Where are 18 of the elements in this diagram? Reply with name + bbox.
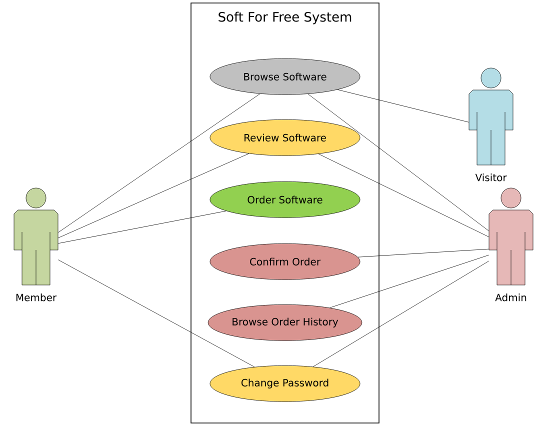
association-line bbox=[58, 153, 250, 238]
node-label: Admin bbox=[495, 294, 526, 302]
association-line bbox=[308, 94, 489, 232]
association-line bbox=[318, 154, 489, 238]
association-line bbox=[330, 254, 489, 308]
association-line bbox=[58, 260, 255, 368]
system-boundary bbox=[190, 2, 380, 424]
association-line bbox=[312, 260, 489, 367]
association-line bbox=[337, 89, 469, 122]
association-line bbox=[358, 248, 489, 258]
association-line bbox=[58, 94, 260, 233]
association-line bbox=[58, 210, 226, 244]
actor-figure: Admin bbox=[488, 188, 534, 302]
actor-figure: Visitor bbox=[468, 68, 514, 182]
system-title: Soft For Free System bbox=[218, 12, 352, 24]
node-label: Visitor bbox=[475, 174, 507, 182]
actor-figure: Member bbox=[14, 188, 58, 302]
node-label: Member bbox=[16, 294, 57, 302]
